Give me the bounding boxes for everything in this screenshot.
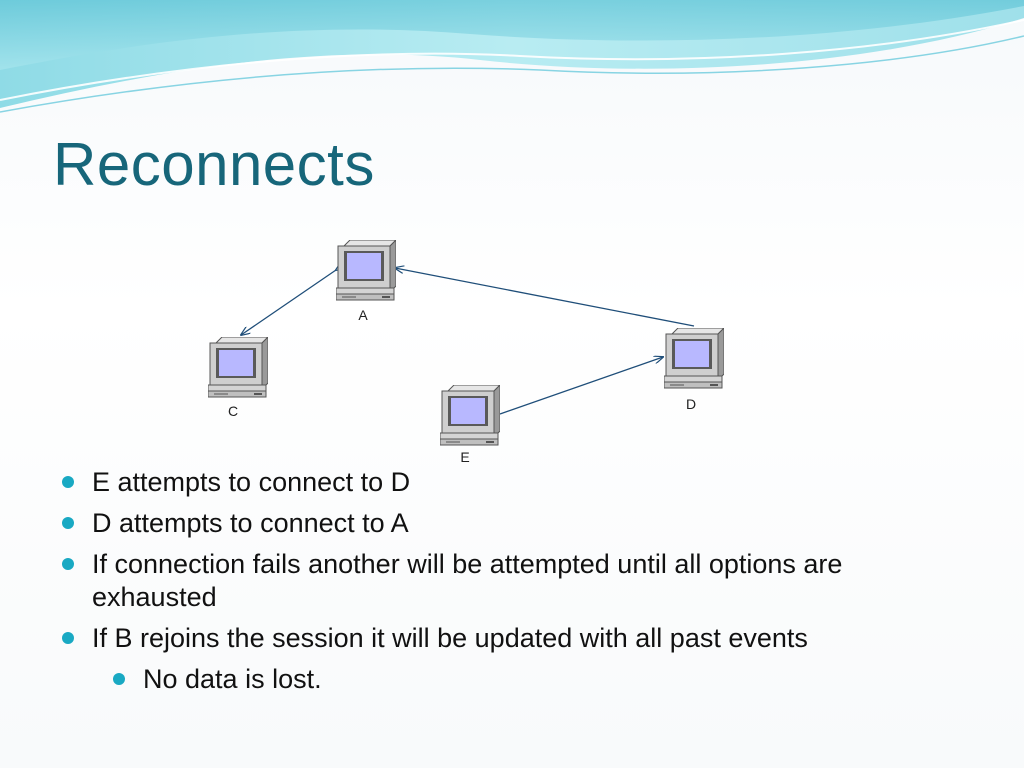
computer-icon	[208, 337, 268, 398]
node-label: E	[460, 449, 469, 465]
header-wave-decoration	[0, 0, 1024, 113]
edge-e-d	[499, 357, 663, 415]
bullet-dot-icon	[62, 476, 74, 488]
sub-bullet-item: No data is lost.	[62, 663, 962, 696]
bullet-text: D attempts to connect to A	[92, 508, 409, 538]
bullet-text: E attempts to connect to D	[92, 467, 411, 497]
bullet-text: If B rejoins the session it will be upda…	[92, 623, 808, 653]
bullet-dot-icon	[62, 632, 74, 644]
node-label: D	[686, 396, 696, 412]
bullet-item: D attempts to connect to A	[62, 507, 962, 540]
bullet-list: E attempts to connect to D D attempts to…	[62, 466, 962, 704]
node-e: E	[440, 385, 500, 465]
bullet-item: If connection fails another will be atte…	[62, 548, 962, 614]
bullet-dot-icon	[113, 673, 125, 685]
computer-icon	[336, 240, 396, 301]
bullet-dot-icon	[62, 558, 74, 570]
bullet-text: If connection fails another will be atte…	[92, 549, 843, 612]
node-label: A	[358, 307, 368, 323]
bullet-text: No data is lost.	[143, 664, 322, 694]
computer-icon	[440, 385, 500, 446]
bullet-dot-icon	[62, 517, 74, 529]
node-d: D	[664, 328, 724, 412]
slide-title: Reconnects	[53, 131, 375, 198]
node-c: C	[208, 337, 268, 419]
node-label: C	[228, 403, 238, 419]
node-a: A	[336, 240, 396, 323]
network-diagram: A C D E	[208, 240, 724, 465]
edge-a-c	[241, 270, 336, 335]
bullet-item: E attempts to connect to D	[62, 466, 962, 499]
edge-d-a	[395, 268, 695, 327]
bullet-item: If B rejoins the session it will be upda…	[62, 622, 962, 655]
computer-icon	[664, 328, 724, 389]
